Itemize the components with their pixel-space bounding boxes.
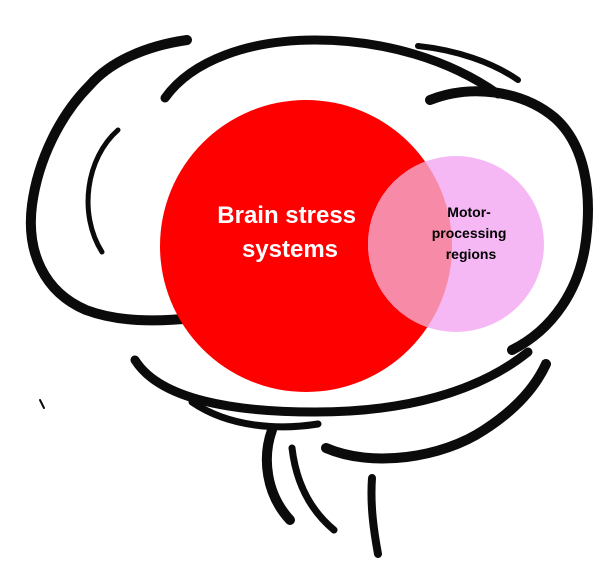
motor-label-line-1: Motor- bbox=[447, 204, 491, 220]
brain-left-outer-stroke bbox=[26, 35, 199, 326]
brain-left-inner-stroke bbox=[85, 127, 121, 255]
venn-overlap-region bbox=[368, 156, 452, 332]
motor-label-line-3: regions bbox=[446, 246, 497, 262]
motor-label-line-2: processing bbox=[432, 225, 507, 241]
motor-processing-regions-label: Motor- processing regions bbox=[432, 204, 511, 262]
brain-mark-stroke bbox=[39, 399, 45, 409]
brain-stem-mid-stroke bbox=[288, 444, 338, 534]
brain-outline bbox=[26, 35, 593, 558]
brain-stress-systems-circle bbox=[160, 100, 452, 392]
brain-right-outer-stroke bbox=[425, 86, 593, 355]
brain-bottom-stroke bbox=[130, 347, 533, 417]
brain-stress-label-line-2: systems bbox=[242, 236, 338, 263]
brain-underside-stroke bbox=[188, 398, 322, 431]
brain-cerebellum-stroke bbox=[321, 359, 551, 464]
brain-top-arc-stroke bbox=[160, 35, 503, 103]
venn-sets bbox=[160, 100, 544, 392]
brain-stem-right-stroke bbox=[367, 474, 382, 558]
brain-stress-systems-label: Brain stress systems bbox=[217, 202, 362, 263]
brain-stress-label-line-1: Brain stress bbox=[217, 202, 356, 229]
brain-stem-left-stroke bbox=[261, 425, 295, 525]
brain-top-right-arc-stroke bbox=[415, 43, 521, 83]
